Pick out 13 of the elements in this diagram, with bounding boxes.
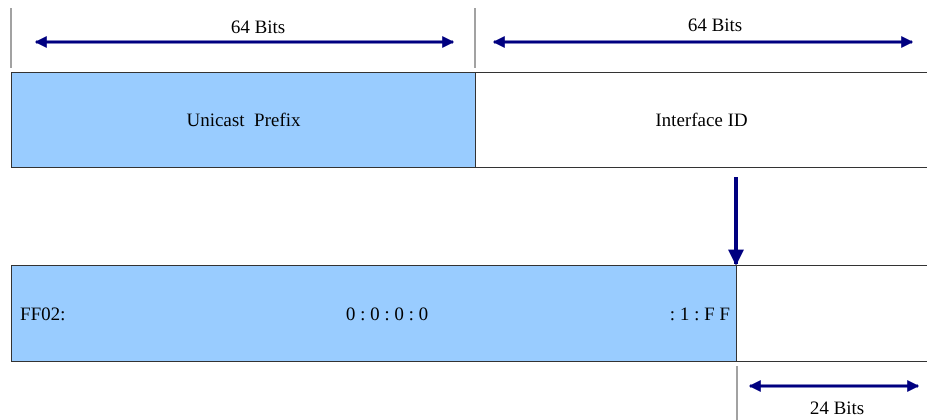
address-field-box (11, 265, 737, 362)
field-box (475, 72, 927, 168)
field-box (11, 72, 476, 168)
field-label: : 1 : F F (670, 304, 730, 326)
field-label: Unicast Prefix (186, 110, 302, 132)
field-box (736, 265, 927, 362)
field-label: Interface ID (654, 110, 749, 132)
dimension-label: 64 Bits (230, 17, 286, 39)
arrow (728, 177, 744, 266)
dimension-label: 24 Bits (808, 398, 866, 420)
field-label: 0 : 0 : 0 : 0 (344, 304, 430, 326)
dimension-label: 64 Bits (686, 15, 744, 37)
field-label: FF02: (20, 304, 66, 326)
